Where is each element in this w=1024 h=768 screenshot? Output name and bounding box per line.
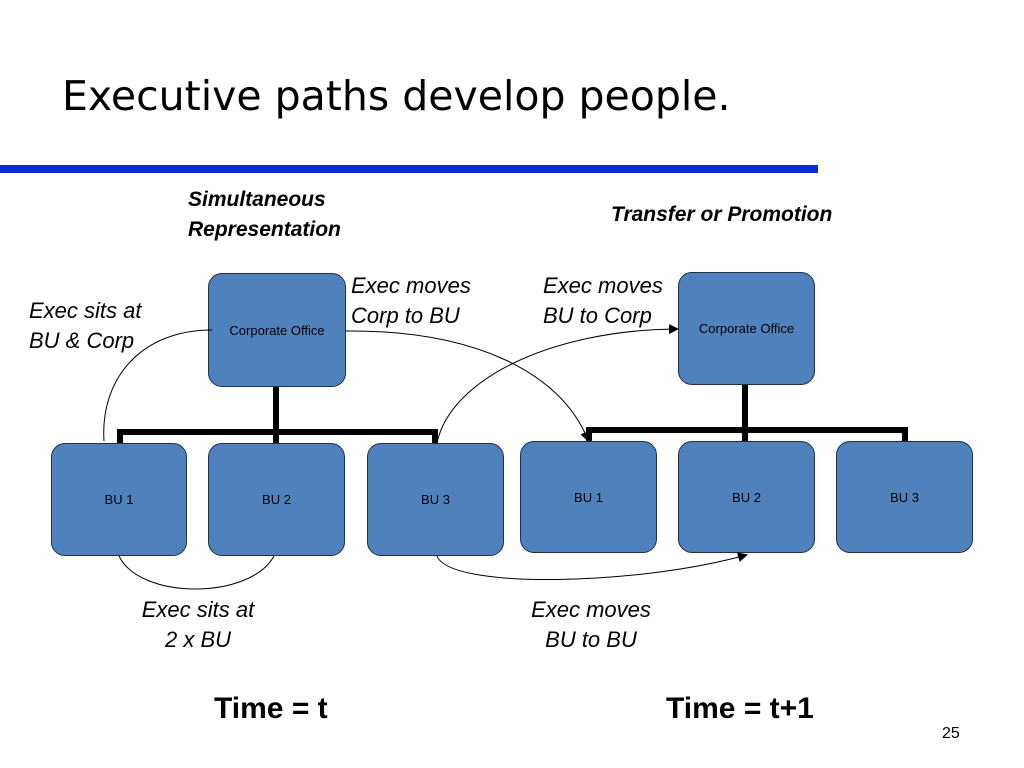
left-drop-bu1 — [117, 429, 123, 444]
page-number: 25 — [942, 725, 960, 742]
note-moves-bu-to-bu-line-1: Exec moves — [531, 597, 651, 622]
left-corporate-office-box: Corporate Office — [208, 273, 346, 387]
left-trunk-line — [273, 387, 279, 432]
note-sits-bu-corp-line-2: BU & Corp — [29, 328, 135, 353]
left-bu3-box: BU 3 — [367, 443, 504, 556]
right-time-label: Time = t+1 — [666, 692, 814, 725]
right-corporate-office-box: Corporate Office — [678, 272, 815, 385]
right-bu3-label: BU 3 — [890, 489, 919, 505]
left-bu1-box: BU 1 — [51, 443, 187, 556]
note-moves-corp-to-bu: Exec moves Corp to BU — [351, 271, 471, 331]
title-divider — [0, 165, 818, 173]
bu-to-corp-arrow — [436, 324, 679, 444]
note-moves-corp-to-bu-line-1: Exec moves — [351, 273, 471, 298]
right-drop-bu3 — [902, 427, 908, 441]
note-moves-corp-to-bu-line-2: Corp to BU — [351, 303, 460, 328]
note-moves-bu-to-corp-line-1: Exec moves — [543, 273, 663, 298]
right-bu3-box: BU 3 — [836, 441, 973, 553]
bu-and-corp-connector — [103, 329, 213, 442]
left-bu3-label: BU 3 — [421, 492, 450, 507]
note-moves-bu-to-corp: Exec moves BU to Corp — [543, 271, 663, 331]
left-time-label: Time = t — [214, 692, 328, 725]
left-heading-line-2: Representation — [188, 218, 341, 241]
two-bu-connector — [118, 555, 275, 590]
note-sits-bu-corp-line-1: Exec sits at — [29, 298, 142, 323]
note-sits-two-bu-line-2: 2 x BU — [164, 627, 232, 652]
left-drop-bu2 — [273, 429, 279, 444]
left-heading: Simultaneous Representation — [188, 185, 341, 245]
right-drop-bu2 — [742, 427, 748, 441]
note-moves-bu-to-bu: Exec moves BU to BU — [509, 595, 673, 655]
right-bu1-label: BU 1 — [574, 489, 603, 505]
note-sits-bu-corp: Exec sits at BU & Corp — [29, 296, 141, 356]
left-bu2-box: BU 2 — [208, 443, 345, 556]
left-bu1-label: BU 1 — [104, 492, 134, 507]
note-moves-bu-to-corp-line-2: BU to Corp — [543, 303, 652, 328]
corp-to-bu-arrow — [345, 330, 590, 442]
right-corporate-office-label: Corporate Office — [698, 321, 795, 336]
right-bu2-box: BU 2 — [678, 441, 815, 553]
right-heading: Transfer or Promotion — [611, 203, 833, 226]
left-bu2-label: BU 2 — [262, 492, 291, 507]
left-heading-line-1: Simultaneous — [188, 188, 326, 211]
bu-to-bu-arrow — [436, 552, 748, 581]
note-sits-two-bu: Exec sits at 2 x BU — [118, 595, 278, 655]
left-drop-bu3 — [432, 429, 438, 444]
right-trunk-line — [742, 385, 748, 430]
note-moves-bu-to-bu-line-2: BU to BU — [545, 627, 637, 652]
left-corporate-office-label: Corporate Office — [229, 322, 325, 338]
slide-title: Executive paths develop people. — [62, 72, 731, 120]
note-sits-two-bu-line-1: Exec sits at — [141, 597, 255, 622]
right-bu2-label: BU 2 — [732, 489, 761, 505]
